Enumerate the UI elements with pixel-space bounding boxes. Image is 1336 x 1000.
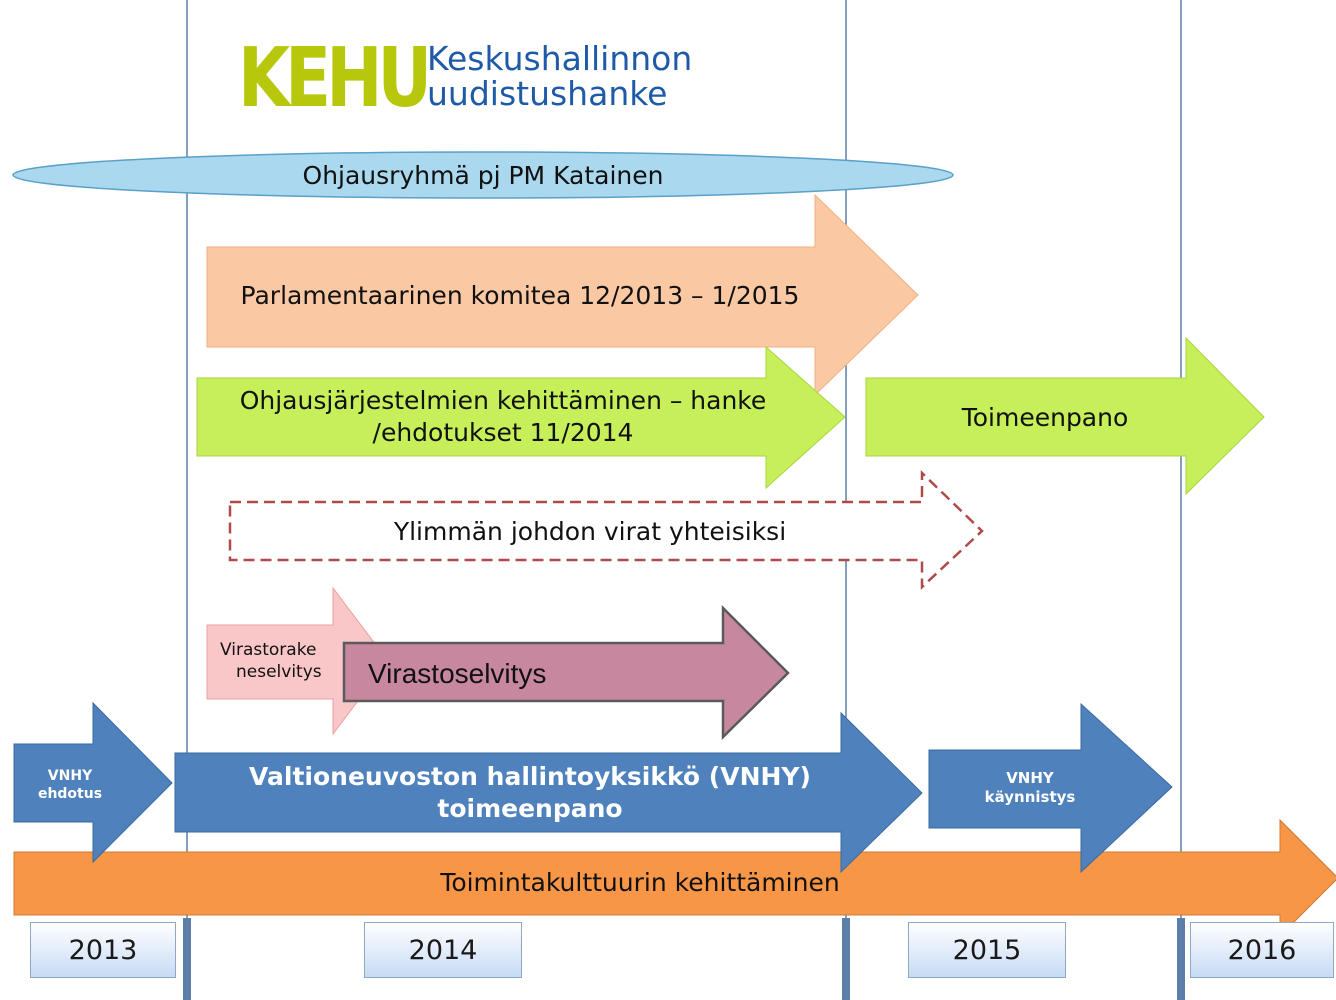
agency-structure-line1: Virastorake [220, 639, 317, 660]
vnhy-implementation-line1: Valtioneuvoston hallintoyksikkö (VNHY) [249, 761, 811, 791]
steering-systems-label: Ohjausjärjestelmien kehittäminen – hanke… [198, 378, 808, 456]
culture-development-label: Toimintakulttuurin kehittäminen [440, 867, 840, 897]
year-marker-2016 [1177, 918, 1185, 1000]
kehu-logo-subtitle: Keskushallinnon uudistushanke [427, 39, 693, 113]
steering-group-ellipse [12, 151, 954, 199]
agency-review-label: Virastoselvitys [368, 658, 547, 689]
agency-structure-line2: neselvitys [236, 662, 322, 682]
implementation-arrow [865, 336, 1265, 496]
year-2014: 2014 [364, 922, 522, 978]
vnhy-proposal-line1: VNHY [47, 767, 93, 784]
top-management-arrow [228, 470, 984, 590]
steering-systems-line2: /ehdotukset 11/2014 [372, 418, 634, 447]
agency-review-arrow [342, 604, 790, 740]
parliamentary-committee-arrow [206, 193, 919, 397]
year-2015: 2015 [908, 922, 1066, 978]
steering-group-label: Ohjausryhmä pj PM Katainen [302, 160, 664, 190]
agency-structure-label: Virastorake neselvitys [212, 630, 342, 692]
year-marker-2014 [183, 918, 191, 1000]
logo-subtitle-line2: uudistushanke [427, 73, 668, 113]
vnhy-launch-line2: käynnistys [984, 788, 1076, 806]
steering-systems-line1: Ohjausjärjestelmien kehittäminen – hanke [239, 385, 767, 415]
steering-systems-arrow [196, 345, 846, 490]
kehu-logo-mark: KEHU [238, 31, 432, 126]
vnhy-launch-line1: VNHY [1006, 768, 1054, 787]
vnhy-proposal-arrow [13, 701, 173, 864]
vnhy-launch-label: VNHY käynnistys [950, 764, 1110, 812]
parliamentary-committee-label: Parlamentaarinen komitea 12/2013 – 1/201… [240, 280, 800, 310]
year-marker-2015 [842, 918, 850, 1000]
vnhy-implementation-line2: toimeenpano [437, 794, 623, 823]
year-2013: 2013 [30, 922, 176, 978]
logo-subtitle-line1: Keskushallinnon [427, 39, 693, 78]
culture-development-arrow [13, 818, 1336, 938]
year-2016: 2016 [1190, 922, 1334, 978]
vnhy-implementation-label: Valtioneuvoston hallintoyksikkö (VNHY) t… [200, 755, 860, 831]
implementation-label: Toimeenpano [961, 402, 1129, 432]
vnhy-launch-arrow [928, 702, 1173, 874]
top-management-label: Ylimmän johdon virat yhteisiksi [393, 516, 787, 546]
vnhy-proposal-line2: ehdotus [37, 786, 103, 802]
vnhy-implementation-arrow [174, 711, 923, 874]
vnhy-proposal-label: VNHY ehdotus [18, 762, 122, 808]
